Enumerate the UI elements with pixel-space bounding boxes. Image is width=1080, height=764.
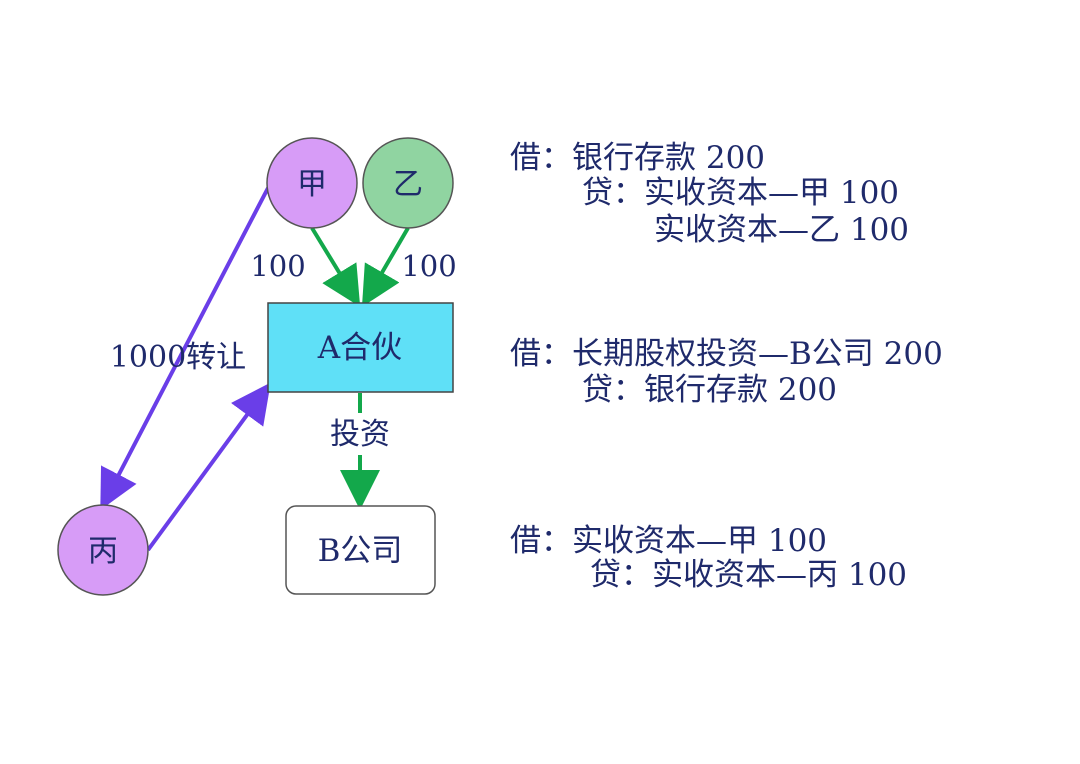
entry1-credit2: 实收资本—乙 100 (654, 212, 909, 248)
yi-to-partnership-arrow (361, 226, 410, 307)
transfer-label: 1000转让 (110, 340, 246, 375)
bing-to-partnership-arrow (146, 382, 271, 552)
jia-node-label: 甲 (297, 167, 327, 202)
entry2-debit: 借：长期股权投资—B公司 200 (510, 336, 943, 372)
bing-node-label: 丙 (88, 534, 118, 569)
company-node (285, 505, 436, 595)
yi-node (362, 137, 454, 229)
company-node-label: B公司 (318, 533, 403, 569)
yi-node-label: 乙 (393, 167, 423, 202)
entry1-credit1: 贷：实收资本—甲 100 (582, 175, 899, 211)
entry3-debit: 借：实收资本—甲 100 (510, 523, 827, 559)
entry2-credit: 贷：银行存款 200 (582, 372, 837, 408)
partnership-node (267, 302, 454, 393)
invest-label: 投资 (330, 417, 390, 452)
bing-node (57, 504, 149, 596)
entry1-debit: 借：银行存款 200 (510, 140, 765, 176)
jia-to-bing-arrow (100, 187, 270, 511)
partnership-node-label: A合伙 (317, 330, 402, 366)
jia-contribution-label: 100 (250, 249, 305, 283)
yi-contribution-label: 100 (401, 249, 456, 283)
entry3-credit: 贷：实收资本—丙 100 (590, 557, 907, 593)
jia-node (266, 137, 358, 229)
jia-to-partnership-arrow (310, 226, 361, 307)
